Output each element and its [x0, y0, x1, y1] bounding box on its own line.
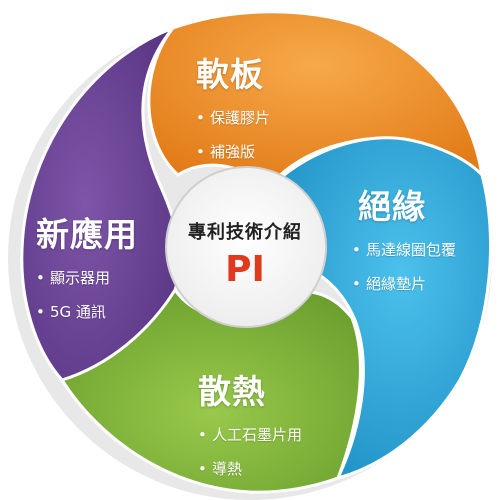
segment-title: 軟板	[196, 55, 264, 94]
center-title: 專利技術介紹	[188, 222, 302, 243]
list-item: 馬達線圈包覆	[352, 240, 456, 260]
segment-title: 新應用	[36, 215, 138, 254]
segment-label-new-application: 新應用 顯示器用 5G 通訊	[36, 208, 138, 336]
segment-label-heat-dissipation: 散熱 人工石墨片用 導熱	[198, 365, 302, 493]
segment-title: 絕緣	[358, 187, 426, 226]
segment-title: 散熱	[198, 372, 266, 411]
list-item: 保護膠片	[196, 108, 270, 128]
center-subtitle: PI	[225, 249, 265, 290]
list-item: 5G 通訊	[36, 302, 138, 322]
list-item: 絕緣墊片	[352, 274, 456, 294]
list-item: 顯示器用	[36, 268, 138, 288]
list-item: 導熱	[198, 459, 302, 479]
center-circle	[165, 166, 327, 328]
segment-insulation[interactable]	[265, 136, 493, 481]
segment-item-list: 顯示器用 5G 通訊	[36, 268, 138, 322]
segment-item-list: 馬達線圈包覆 絕緣墊片	[352, 240, 456, 294]
segment-item-list: 保護膠片 補強版	[196, 108, 270, 162]
segment-item-list: 人工石墨片用 導熱	[198, 425, 302, 479]
list-item: 補強版	[196, 142, 270, 162]
segment-label-insulation: 絕緣 馬達線圈包覆 絕緣墊片	[352, 180, 456, 308]
segment-label-flexible-board: 軟板 保護膠片 補強版	[196, 48, 270, 176]
list-item: 人工石墨片用	[198, 425, 302, 445]
